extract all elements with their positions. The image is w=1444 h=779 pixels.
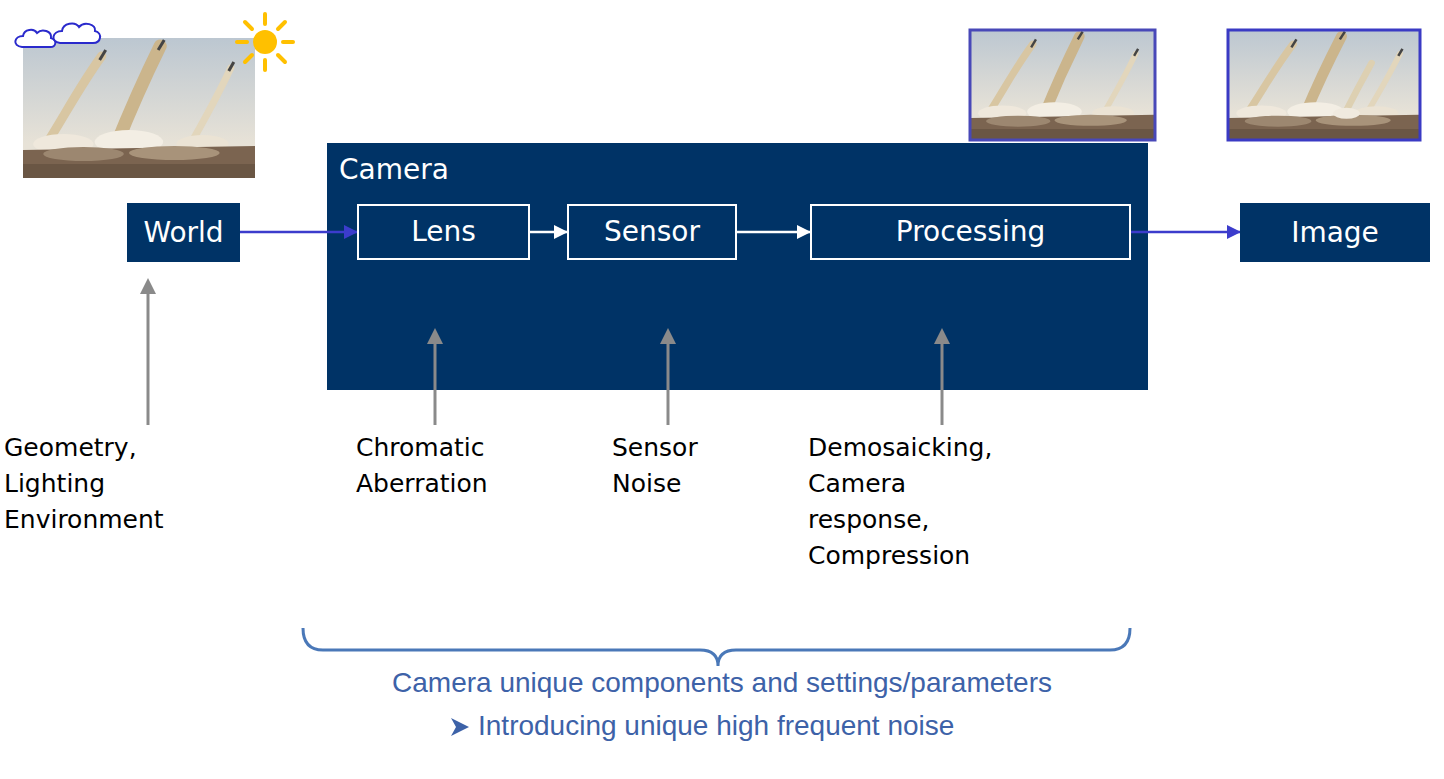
node-text: Camera: [339, 153, 449, 187]
bullet-text: Introducing unique high frequent noise: [478, 709, 954, 743]
sun-symbol: [278, 22, 285, 29]
camera-housing: CameraLens Sensor Processing: [327, 143, 1148, 390]
output-photo: [1228, 30, 1420, 140]
factor-arrows: [667, 342, 670, 425]
factor-arrows: [147, 292, 150, 425]
factor-label: Chromatic Aberration: [356, 430, 521, 502]
output-photo: [1228, 30, 1420, 140]
world-photo: [23, 38, 255, 178]
image-box: Image: [1240, 203, 1430, 262]
cloud-symbol: [53, 24, 100, 43]
node-text: Lens: [411, 215, 476, 249]
flow-arrow: [737, 231, 810, 234]
camera-housing-fill: [327, 143, 1148, 390]
node-text: Sensor: [604, 215, 700, 249]
factor-label: Geometry, Lighting Environment: [4, 430, 182, 538]
bullet-symbol: [451, 718, 469, 736]
sun-symbol: [253, 30, 277, 54]
cloud-symbol: [15, 24, 100, 48]
processing-box: Processing: [810, 204, 1131, 260]
cloud-symbol: [15, 30, 55, 47]
node-text: Processing: [896, 215, 1046, 249]
sun-symbol: [237, 14, 293, 70]
output-photo: [1228, 30, 1420, 140]
processed-photo: [970, 30, 1155, 140]
sun-symbol: [263, 60, 267, 70]
sun-symbol: [245, 22, 252, 29]
sun-symbol: [245, 55, 252, 62]
factor-arrows: [941, 342, 944, 425]
factor-arrows: [660, 328, 676, 344]
sensor-box: Sensor: [567, 204, 737, 260]
grouping-bracket: [303, 628, 1130, 666]
factor-arrows: [434, 342, 437, 425]
factor-label: Demosaicking, Camera response, Compressi…: [808, 430, 1018, 574]
sun-symbol: [283, 40, 293, 44]
sun-symbol: [278, 55, 285, 62]
flow-arrow: [240, 231, 357, 234]
sun-symbol: [237, 40, 247, 44]
factor-arrows: [934, 328, 950, 344]
node-text: World: [143, 216, 223, 250]
factor-label: Sensor Noise: [612, 430, 727, 502]
processed-photo: [970, 30, 1155, 140]
node-text: Image: [1291, 216, 1379, 250]
world-box: World: [127, 203, 240, 262]
flow-arrow: [530, 231, 567, 234]
lens-box: Lens: [357, 204, 530, 260]
summary-text: Camera unique components and settings/pa…: [0, 666, 1444, 700]
sun-symbol: [263, 14, 267, 24]
factor-arrows: [427, 328, 443, 344]
factor-arrows: [140, 278, 156, 294]
processed-photo: [970, 30, 1155, 140]
flow-arrow: [1131, 231, 1240, 234]
world-photo: [23, 38, 255, 178]
factor-arrows: [140, 278, 950, 425]
